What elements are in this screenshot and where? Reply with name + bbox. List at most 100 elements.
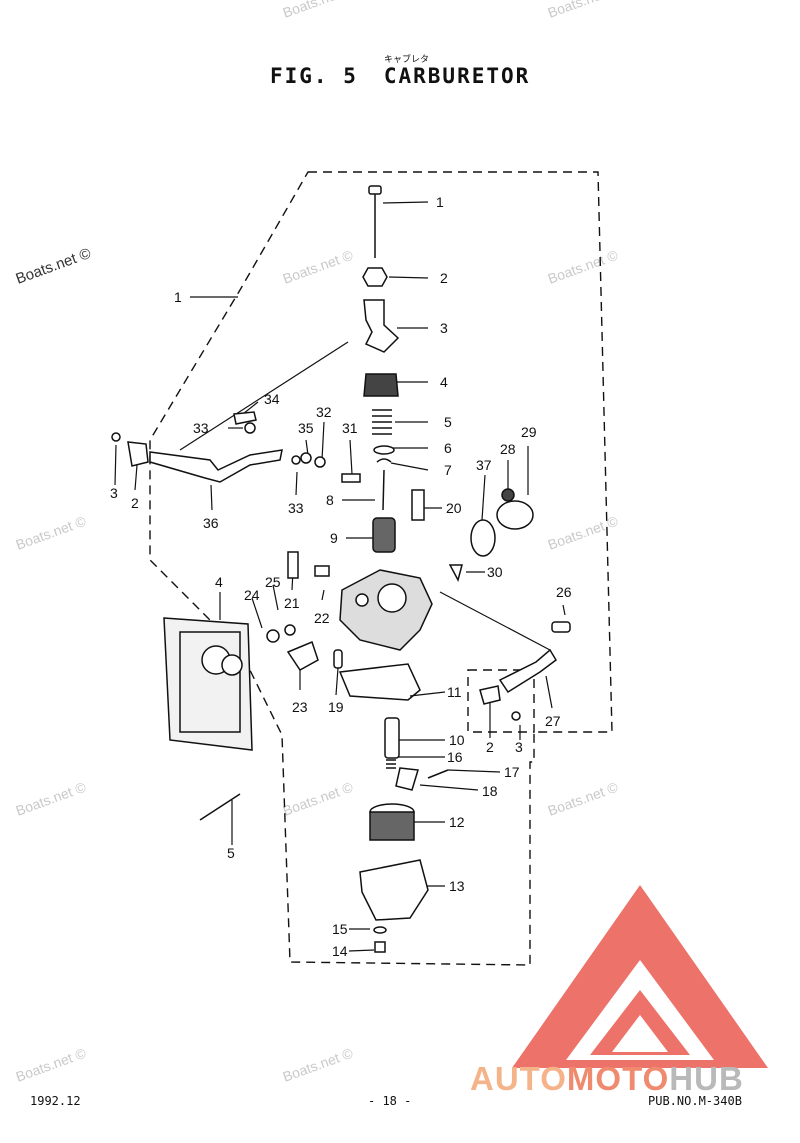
- part-lever-27: [498, 648, 557, 694]
- callout-label: 36: [203, 515, 219, 531]
- watermark: Boats.net ©: [281, 246, 356, 286]
- watermark: Boats.net ©: [14, 512, 89, 552]
- callout-label: 18: [482, 783, 498, 799]
- part-drain-screw: [374, 941, 386, 953]
- callout-label: 32: [316, 404, 332, 420]
- footer-page-number: - 18 -: [368, 1094, 412, 1108]
- callout-label: 29: [521, 424, 537, 440]
- watermark-group: Boats.net © Boats.net © Boats.net © Boat…: [14, 0, 621, 1085]
- part-pin-26: [551, 621, 571, 633]
- title-ruby: キャブレタ: [384, 55, 430, 65]
- callout-label: 13: [449, 878, 465, 894]
- part-mixture-screw: [368, 185, 382, 195]
- callout-label: 27: [545, 713, 561, 729]
- footer-date: 1992.12: [30, 1094, 81, 1108]
- part-spring-seat: [373, 445, 395, 455]
- callout-label: 25: [265, 574, 281, 590]
- callout-labels: 1 2 3 4 5 6 7 8 9 20 10 11 16 17 18 12 1…: [110, 194, 572, 959]
- callout-label: 30: [487, 564, 503, 580]
- part-spring: [386, 759, 396, 769]
- callout-label: 16: [447, 749, 463, 765]
- callout-label: 26: [556, 584, 572, 600]
- callout-label: 3: [515, 739, 523, 755]
- callout-label: 35: [298, 420, 314, 436]
- callout-label: 20: [446, 500, 462, 516]
- part-air-filter: [163, 617, 253, 751]
- part-plate: [286, 640, 319, 671]
- callout-label: 9: [330, 530, 338, 546]
- callout-label: 23: [292, 699, 308, 715]
- callout-label: 6: [444, 440, 452, 456]
- logo-part-auto: AUTO: [470, 1060, 567, 1097]
- part-screw: [448, 564, 463, 583]
- footer-pub-number: PUB.NO.M-340B: [648, 1094, 742, 1108]
- watermark: Boats.net ©: [14, 1044, 89, 1084]
- part-float-arm: [395, 767, 419, 791]
- watermark: Boats.net ©: [546, 512, 621, 552]
- callout-label: 3: [440, 320, 448, 336]
- watermark: Boats.net ©: [281, 778, 356, 818]
- part-washer: [300, 452, 312, 464]
- callout-label: 31: [342, 420, 358, 436]
- part-jet-needle: [382, 469, 385, 511]
- part-screw-right: [511, 711, 521, 721]
- callout-label: 24: [244, 587, 260, 603]
- part-lever-nut: [127, 441, 149, 467]
- callout-label: 5: [444, 414, 452, 430]
- watermark: Boats.net ©: [546, 246, 621, 286]
- part-mixing-chamber-cap: [363, 373, 399, 397]
- part-lever-nut-right: [479, 685, 501, 705]
- part-float-pin: [333, 649, 343, 669]
- logo-part-moto: MOTO: [566, 1060, 670, 1097]
- callout-label: 22: [314, 610, 330, 626]
- callout-label: 2: [440, 270, 448, 286]
- callout-label: 4: [215, 574, 223, 590]
- callout-label: 33: [193, 420, 209, 436]
- watermark: Boats.net ©: [14, 778, 89, 818]
- callout-label: 15: [332, 921, 348, 937]
- part-throttle-spring: [372, 409, 392, 435]
- part-idle-screw: [341, 473, 361, 483]
- callout-label: 10: [449, 732, 465, 748]
- part-washer: [244, 422, 256, 434]
- part-spring-small: [314, 565, 330, 577]
- part-nut-small: [266, 629, 280, 643]
- parts: [111, 185, 571, 953]
- watermark: Boats.net ©: [281, 0, 356, 21]
- part-washer-small: [284, 624, 296, 636]
- callout-label: 1: [436, 194, 444, 210]
- figure-title: CARBURETOR: [383, 64, 531, 88]
- assembly-boundary: [149, 171, 613, 966]
- brand-logo: AUTOMOTOHUB: [470, 1060, 744, 1098]
- leader-lines: [114, 201, 566, 952]
- part-link-rod: [233, 411, 257, 425]
- part-pin: [427, 769, 449, 779]
- watermark: Boats.net ©: [546, 0, 621, 21]
- part-hose-clamp: [496, 500, 534, 530]
- part-main-jet: [384, 717, 400, 759]
- callout-label: 8: [326, 492, 334, 508]
- callout-label: 3: [110, 485, 118, 501]
- callout-label: 33: [288, 500, 304, 516]
- part-washer: [291, 455, 301, 465]
- part-needle-clip: [376, 458, 392, 463]
- callout-label: 14: [332, 943, 348, 959]
- logo-triangle-icon: [512, 885, 768, 1068]
- part-drain-washer: [373, 926, 387, 934]
- part-choke-lever: [149, 449, 283, 483]
- callout-label: 2: [486, 739, 494, 755]
- part-fitting: [411, 489, 425, 521]
- callout-label: 11: [447, 684, 462, 700]
- watermark: Boats.net ©: [281, 1044, 356, 1084]
- callout-label: 12: [449, 814, 465, 830]
- part-float-chamber-gasket: [338, 663, 421, 701]
- logo-part-hub: HUB: [669, 1060, 744, 1097]
- part-top-nut: [362, 267, 388, 287]
- callout-label: 21: [284, 595, 300, 611]
- part-throttle-stop-screw: [287, 551, 299, 579]
- callout-label: 1: [174, 289, 182, 305]
- callout-label: 7: [444, 462, 452, 478]
- part-filter-screw: [199, 793, 241, 821]
